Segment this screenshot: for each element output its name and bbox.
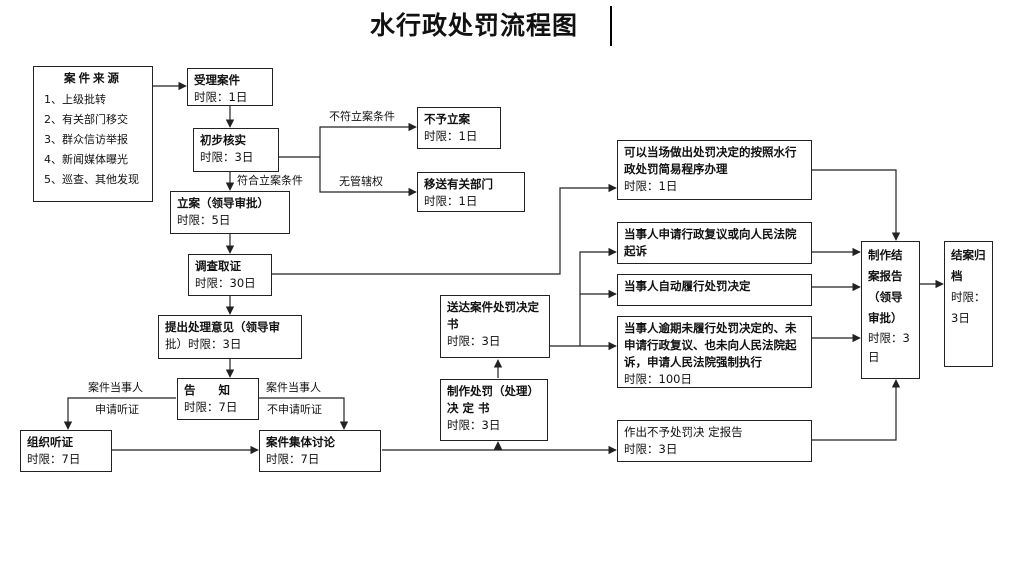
step-limit: 时限：1日 [424,194,478,208]
step-make-decision: 制作处罚（处理）决 定 书 时限：3日 [440,379,548,441]
step-notify: 告 知 时限：7日 [177,378,259,420]
step-title: 提出处理意见（领导审 [165,320,280,334]
arrow-investigate-onsite [272,183,617,275]
step-title: 制作结案报告（领导审批） [868,248,903,325]
step-title: 立案（领导审批） [177,196,269,210]
step-title: 作出不予处罚决 定报告 [624,425,743,439]
label-meet: 符合立案条件 [236,174,304,188]
step-title: 当事人自动履行处罚决定 [624,279,751,293]
step-limit: 时限：7日 [266,452,320,466]
label-not-meet: 不符立案条件 [328,110,396,124]
step-title: 当事人申请行政复议或向人民法院起诉 [624,227,797,258]
diagram-title: 水行政处罚流程图 [370,6,612,46]
step-review-or-sue: 当事人申请行政复议或向人民法院起诉 [617,222,812,264]
step-limit: 时限：100日 [624,372,692,386]
arrow-notify-hearing [63,397,176,430]
step-title: 结案归档 [951,248,986,283]
step-title: 案件集体讨论 [266,435,335,449]
case-source-item: 2、有关部门移交 [44,113,128,126]
step-limit: 时限：3日 [624,442,678,456]
step-title: 当事人逾期未履行处罚决定的、未申请行政复议、也未向人民法院起诉，申请人民法院强制… [624,321,797,369]
step-no-penalty-report: 作出不予处罚决 定报告 时限：3日 [617,420,812,462]
label-no-jurisdiction: 无管辖权 [338,175,384,189]
arrow-notify-discussion [258,397,349,430]
case-source-item: 5、巡查、其他发现 [44,173,139,186]
step-limit: 时限：7日 [184,400,238,414]
step-title: 受理案件 [194,73,240,87]
step-title: 组织听证 [27,435,73,449]
step-limit: 时限：3日 [447,334,501,348]
step-limit: 时限：1日 [194,90,248,104]
case-source-item: 4、新闻媒体曝光 [44,153,128,166]
step-limit: 时限：7日 [27,452,81,466]
step-self-execute: 当事人自动履行处罚决定 [617,274,812,306]
arrow-nopenalty-report [812,379,901,441]
step-discussion: 案件集体讨论 时限：7日 [259,430,381,472]
step-title: 不予立案 [424,112,470,126]
label-no-request-hearing: 不申请听证 [266,403,323,417]
arrow-onsite-report [812,169,901,241]
step-archive: 结案归档 时限：3日 [944,241,993,367]
step-limit: 时限：1日 [424,129,478,143]
step-title: 送达案件处罚决定书 [447,300,539,331]
label-party-no-request: 案件当事人 [265,381,322,395]
step-initial-verify: 初步核实 时限：3日 [193,128,279,172]
step-overdue-enforce: 当事人逾期未履行处罚决定的、未申请行政复议、也未向人民法院起诉，申请人民法院强制… [617,316,812,388]
step-deliver: 送达案件处罚决定书 时限：3日 [440,295,550,358]
step-limit: 时限：3日 [951,290,986,325]
step-limit: 时限：3日 [447,418,501,432]
step-no-case: 不予立案 时限：1日 [417,107,501,149]
step-title: 初步核实 [200,133,246,147]
step-on-site: 可以当场做出处罚决定的按照水行政处罚简易程序办理 时限：1日 [617,140,812,200]
step-accept-case: 受理案件 时限：1日 [187,68,273,106]
step-transfer: 移送有关部门 时限：1日 [417,172,525,212]
step-title: 移送有关部门 [424,177,493,191]
step-closing-report: 制作结案报告（领导审批） 时限：3日 [861,241,920,379]
step-title: 制作处罚（处理）决 定 书 [447,384,539,415]
case-sources-box: 案件来源 1、上级批转 2、有关部门移交 3、群众信访举报 4、新闻媒体曝光 5… [33,66,153,202]
step-limit: 时限：30日 [195,276,256,290]
step-limit: 时限：3日 [200,150,254,164]
case-sources-title: 案件来源 [64,71,122,85]
arrow-verify-transfer [319,157,417,197]
step-limit: 时限：3日 [868,331,910,364]
step-title: 可以当场做出处罚决定的按照水行政处罚简易程序办理 [624,145,797,176]
step-hearing: 组织听证 时限：7日 [20,430,112,472]
step-title: 告 知 [184,383,230,397]
step-limit: 时限：5日 [177,213,231,227]
step-file-case: 立案（领导审批） 时限：5日 [170,191,290,234]
step-limit: 时限：1日 [624,179,678,193]
case-source-item: 3、群众信访举报 [44,133,128,146]
step-title: 调查取证 [195,259,241,273]
step-opinion: 提出处理意见（领导审 批）时限：3日 [158,315,302,359]
step-investigate: 调查取证 时限：30日 [188,254,272,296]
arrow-verify-nocase [278,122,417,158]
step-limit: 批）时限：3日 [165,337,242,351]
arrow-discussion-decision [382,441,503,451]
label-request-hearing: 申请听证 [94,403,140,417]
label-party-request: 案件当事人 [87,381,144,395]
arrow-deliver-review [579,247,617,346]
case-source-item: 1、上级批转 [44,93,106,106]
